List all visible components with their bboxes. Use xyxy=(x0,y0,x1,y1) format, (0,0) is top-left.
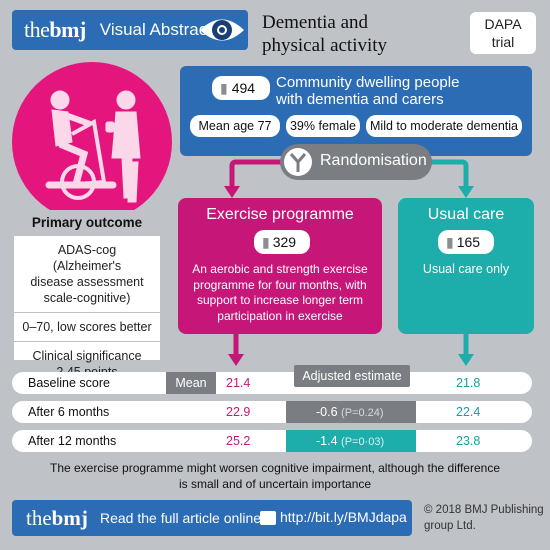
footer-banner: thebmj Read the full article online http… xyxy=(12,500,412,536)
exercise-bike-illustration xyxy=(12,62,172,222)
population-pill: Mild to moderate dementia xyxy=(366,115,522,137)
row-label: Baseline score xyxy=(28,376,110,390)
usual-care-value: 23.8 xyxy=(456,434,481,448)
person-icon: ▮ xyxy=(220,80,228,96)
randomisation-icon xyxy=(284,148,312,176)
primary-outcome-range: 0–70, low scores better xyxy=(14,313,160,342)
article-link[interactable]: http://bit.ly/BMJdapa xyxy=(280,509,407,525)
page-title: Dementia and physical activity xyxy=(262,12,388,56)
copyright: © 2018 BMJ Publishing group Ltd. xyxy=(424,504,544,532)
primary-outcome-panel: Primary outcome ADAS-cog (Alzheimer's di… xyxy=(14,210,160,379)
exercise-programme-box: Exercise programme ▮329 An aerobic and s… xyxy=(178,198,382,334)
randomisation-label: Randomisation xyxy=(320,152,427,169)
usual-care-box: Usual care ▮165 Usual care only xyxy=(398,198,534,334)
results-row-baseline: Baseline score Mean 21.4 21.8 xyxy=(12,372,532,394)
eye-icon xyxy=(200,19,244,41)
read-online-label: Read the full article online xyxy=(100,510,262,526)
population-box: ▮494 Community dwelling people with deme… xyxy=(180,66,532,156)
results-row-12-months: After 12 months 25.2 -1.4 (P=0·03) 23.8 xyxy=(12,430,532,452)
primary-outcome-measure: ADAS-cog (Alzheimer's disease assessment… xyxy=(14,236,160,313)
results-row-6-months: After 6 months 22.9 -0.6 (P=0.24) 22.4 xyxy=(12,401,532,423)
person-icon: ▮ xyxy=(262,234,270,250)
exercise-title: Exercise programme xyxy=(206,206,354,223)
bmj-logo: thebmj xyxy=(26,506,88,530)
mean-label: Mean xyxy=(166,372,216,394)
link-icon xyxy=(260,511,276,525)
population-pill: 39% female xyxy=(286,115,360,137)
usual-care-value: 22.4 xyxy=(456,405,481,419)
usual-care-title: Usual care xyxy=(427,206,505,223)
adjusted-estimate-6-months: -0.6 (P=0.24) xyxy=(286,401,416,423)
primary-outcome-heading: Primary outcome xyxy=(14,210,160,236)
person-icon: ▮ xyxy=(446,234,454,250)
usual-care-description: Usual care only xyxy=(422,262,510,276)
usual-care-value: 21.8 xyxy=(456,376,481,390)
population-count-badge: ▮494 xyxy=(212,76,270,100)
exercise-value: 22.9 xyxy=(226,405,251,419)
visual-abstract-label: Visual Abstract xyxy=(99,20,212,39)
exercise-value: 25.2 xyxy=(226,434,251,448)
exercise-value: 21.4 xyxy=(226,376,251,390)
usual-care-count-badge: ▮165 xyxy=(438,230,494,254)
randomisation-pill: Randomisation xyxy=(280,144,432,180)
adjusted-estimate-12-months: -1.4 (P=0·03) xyxy=(286,430,416,452)
row-label: After 12 months xyxy=(28,434,117,448)
trial-badge: DAPA trial xyxy=(470,12,536,54)
row-label: After 6 months xyxy=(28,405,110,419)
adjusted-estimate-label: Adjusted estimate xyxy=(294,365,410,387)
population-description: Community dwelling people with dementia … xyxy=(276,74,460,108)
conclusion-text: The exercise programme might worsen cogn… xyxy=(50,461,500,491)
exercise-description: An aerobic and strength exercise program… xyxy=(192,262,368,323)
bmj-logo: thebmj xyxy=(24,17,86,42)
population-pill: Mean age 77 xyxy=(190,115,280,137)
exercise-count-badge: ▮329 xyxy=(254,230,310,254)
